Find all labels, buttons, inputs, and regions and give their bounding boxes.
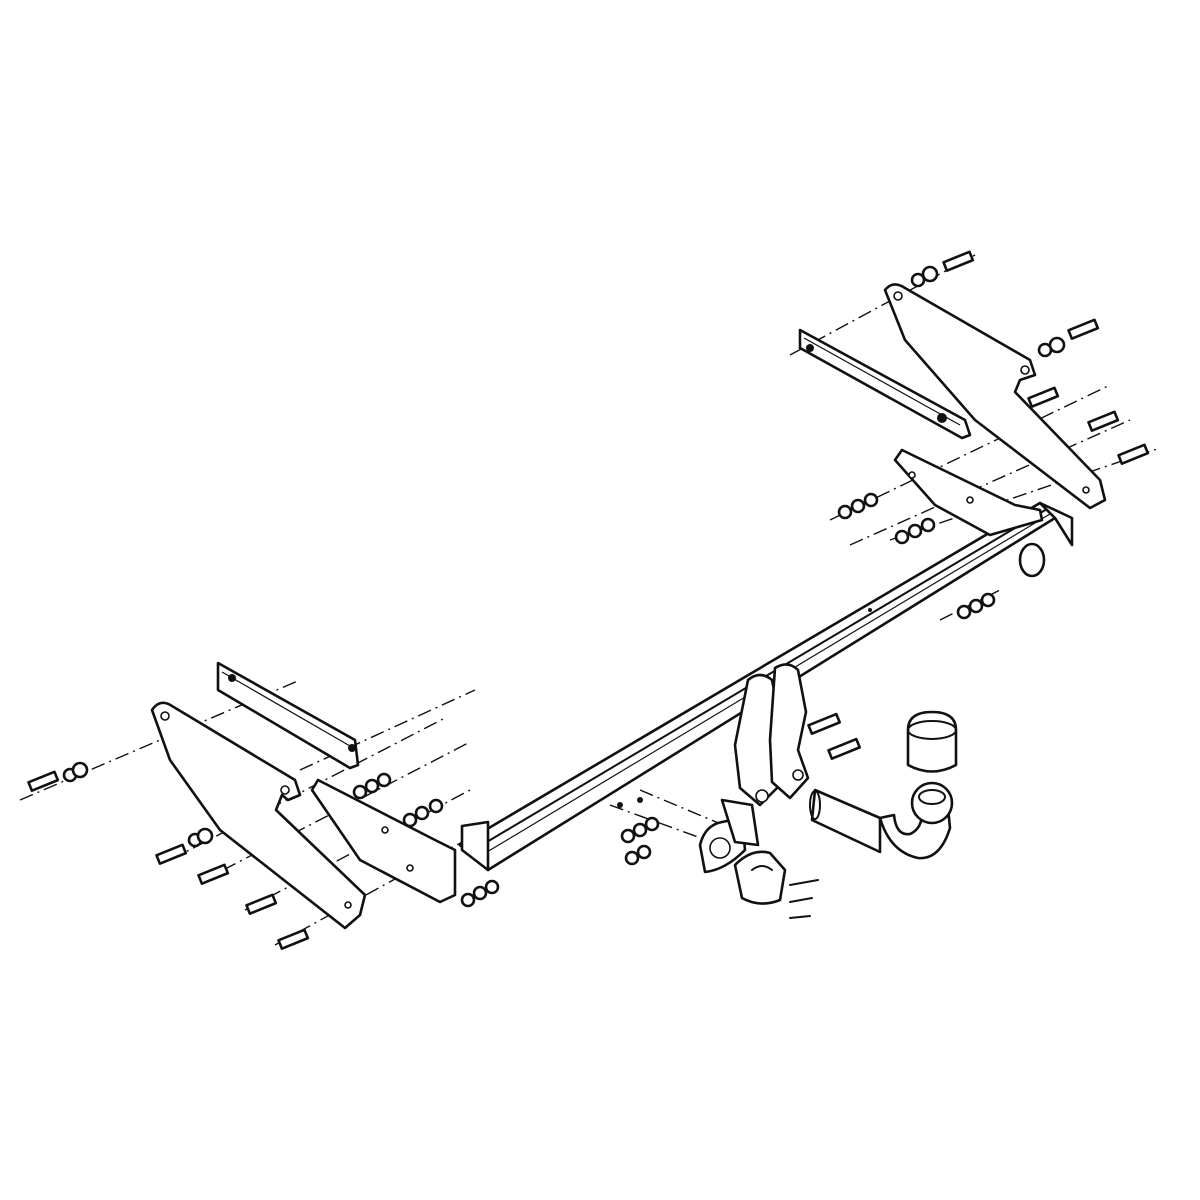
socket-screws [617, 797, 819, 919]
bracket-right-lower [893, 448, 1044, 537]
beam-end-cap-left [460, 820, 490, 872]
bolts-and-washers [27, 250, 1150, 950]
nut-group-right-lower [837, 492, 996, 620]
hitch-mount [733, 663, 810, 807]
bolt-group-left-mid [155, 827, 310, 950]
ball-cover-cap [906, 710, 958, 773]
nut-group-socket [620, 816, 660, 866]
strap-right-upper [798, 328, 972, 440]
socket-bracket [720, 798, 760, 847]
nut-group-left-strap [352, 772, 392, 800]
bolt-group-right-top [910, 250, 1150, 465]
electrical-socket [733, 850, 787, 905]
beam-end-cap-right [1038, 501, 1074, 547]
bracket-left-lower [310, 778, 457, 904]
nut-group-left-lower [402, 798, 500, 908]
bracket-right-outer [883, 283, 1107, 510]
bolt-group-hitch [807, 712, 861, 760]
tow-ball [910, 781, 954, 825]
strap-left-upper [216, 661, 360, 770]
bolt-group-left-top [27, 761, 89, 792]
beam-end-tube [1018, 542, 1046, 578]
bracket-left-outer [150, 701, 367, 930]
